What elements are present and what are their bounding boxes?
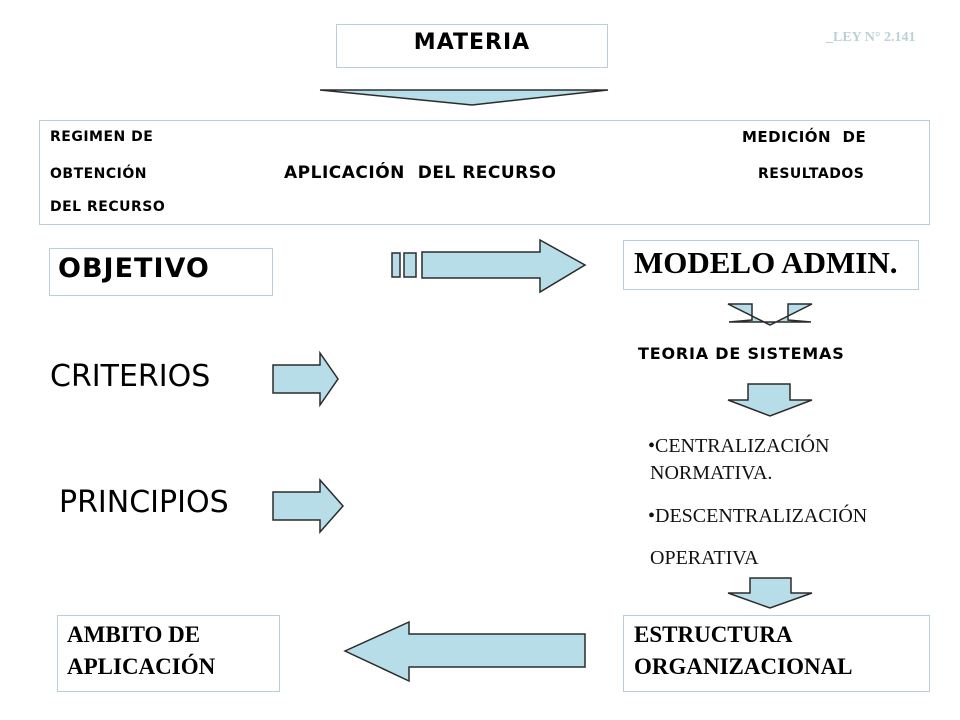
regimen-line-3: DEL RECURSO [50, 199, 166, 215]
arrow-right-principios [272, 478, 345, 534]
arrow-right-objetivo [421, 238, 587, 294]
materia-label: MATERIA [413, 30, 531, 55]
ley-text: LEY N° 2.141 [833, 30, 916, 45]
bullet-descentralizacion-line-2: OPERATIVA [650, 547, 759, 569]
aplicacion-label: APLICACIÓN DEL RECURSO [284, 163, 557, 183]
bullet-centralizacion-line-1: •CENTRALIZACIÓN [648, 435, 830, 457]
ambito-line-2: APLICACIÓN [67, 654, 216, 679]
objetivo-box [49, 248, 273, 296]
teoria-label: TEORIA DE SISTEMAS [638, 344, 845, 363]
materia-box [336, 24, 608, 68]
regimen-line-2: OBTENCIÓN [50, 166, 148, 182]
arrow-down-modelo [727, 303, 813, 326]
arrow-down-materia [319, 89, 609, 106]
estructura-box [623, 615, 930, 692]
ley-label: _LEY N° 2.141 [826, 30, 915, 46]
arrow-right-criterios [272, 350, 339, 408]
ley-marker: _ [826, 30, 833, 45]
arrow-tail-bar-1 [391, 252, 401, 278]
principios-label: PRINCIPIOS [59, 485, 229, 520]
criterios-label: CRITERIOS [50, 359, 211, 394]
bullet-centralizacion-line-2: NORMATIVA. [650, 462, 773, 484]
arrow-down-bullets [727, 577, 813, 609]
arrow-left-estructura [343, 620, 586, 683]
medicion-line-2: RESULTADOS [758, 166, 865, 182]
medicion-line-1: MEDICIÓN DE [742, 128, 867, 146]
estructura-line-1: ESTRUCTURA [634, 622, 793, 647]
modelo-box [623, 240, 919, 290]
proceso-box [39, 120, 930, 225]
arrow-down-teoria [727, 383, 813, 417]
regimen-line-1: REGIMEN DE [50, 129, 154, 145]
bullet-descentralizacion-line-1: •DESCENTRALIZACIÓN [648, 505, 868, 527]
modelo-label: MODELO ADMIN. [634, 245, 898, 280]
estructura-line-2: ORGANIZACIONAL [634, 654, 853, 679]
ambito-box [57, 615, 280, 692]
ambito-line-1: AMBITO DE [67, 622, 201, 647]
objetivo-label: OBJETIVO [58, 253, 210, 284]
arrow-tail-bar-2 [403, 252, 417, 278]
